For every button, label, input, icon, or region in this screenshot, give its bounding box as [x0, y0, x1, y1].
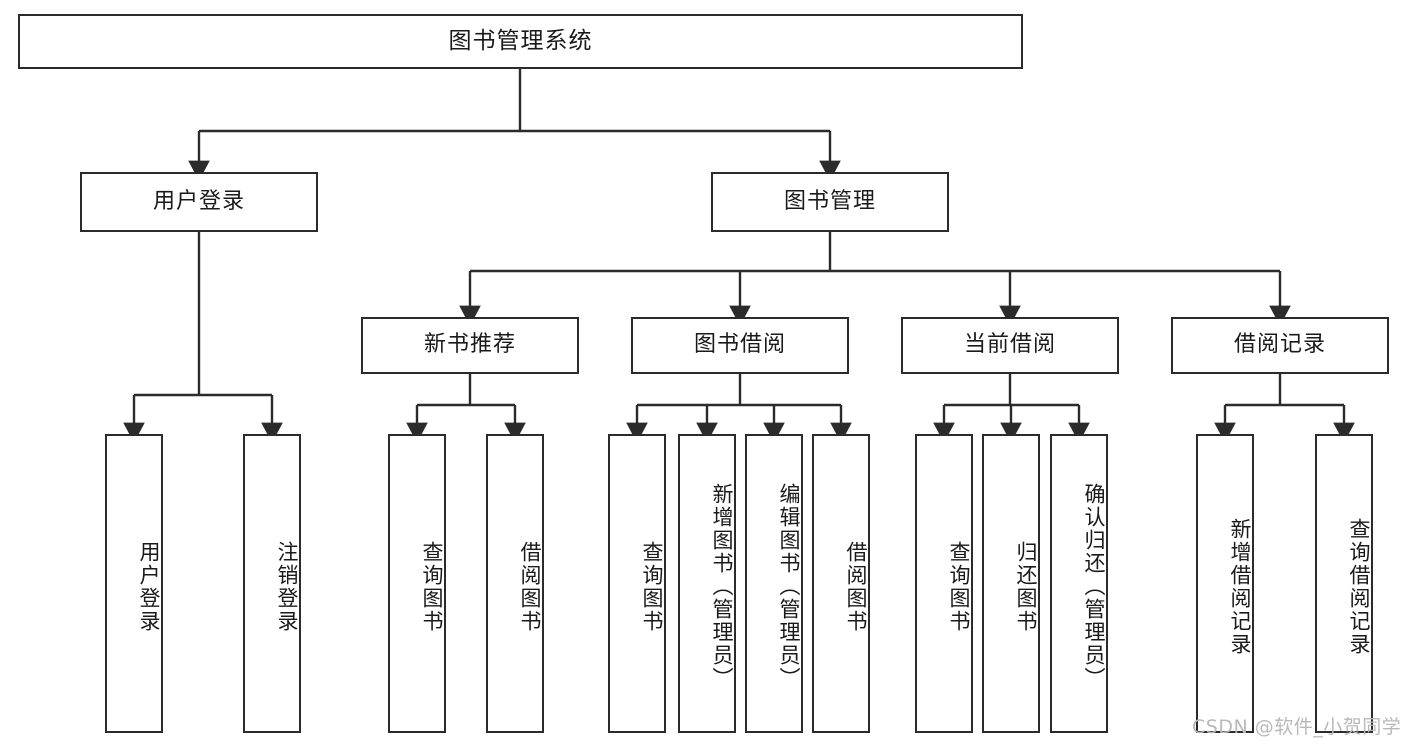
node-label: 确认归还（管理员）	[1082, 483, 1106, 690]
node-leaf-9[interactable]: 归还图书	[982, 434, 1040, 733]
node-leaf-4[interactable]: 查询图书	[608, 434, 666, 733]
node-leaf-6[interactable]: 编辑图书（管理员）	[745, 434, 803, 733]
node-label: 新书推荐	[423, 332, 516, 358]
node-level2-1[interactable]: 图书管理	[711, 172, 949, 232]
node-leaf-12[interactable]: 查询借阅记录	[1315, 434, 1373, 733]
node-label: 图书管理	[783, 188, 876, 214]
node-leaf-10[interactable]: 确认归还（管理员）	[1050, 434, 1108, 733]
node-leaf-7[interactable]: 借阅图书	[812, 434, 870, 733]
node-label: 借阅图书	[518, 540, 542, 633]
node-root-图书管理系统[interactable]: 图书管理系统	[18, 14, 1023, 69]
node-label: 当前借阅	[963, 332, 1056, 358]
node-label: 注销登录	[275, 540, 299, 633]
node-level2-0[interactable]: 用户登录	[80, 172, 318, 232]
node-leaf-11[interactable]: 新增借阅记录	[1196, 434, 1254, 733]
node-label: 查询图书	[947, 540, 971, 633]
node-leaf-2[interactable]: 查询图书	[388, 434, 446, 733]
node-leaf-1[interactable]: 注销登录	[243, 434, 301, 733]
node-label: 归还图书	[1014, 540, 1038, 633]
node-label: 查询图书	[640, 540, 664, 633]
node-leaf-8[interactable]: 查询图书	[915, 434, 973, 733]
node-label: 借阅图书	[844, 540, 868, 633]
node-level3-2[interactable]: 当前借阅	[901, 317, 1119, 374]
node-label: 用户登录	[137, 540, 161, 633]
node-label: 查询借阅记录	[1347, 517, 1371, 656]
node-leaf-5[interactable]: 新增图书（管理员）	[678, 434, 736, 733]
node-level3-3[interactable]: 借阅记录	[1171, 317, 1389, 374]
node-label: 编辑图书（管理员）	[777, 483, 801, 690]
node-leaf-0[interactable]: 用户登录	[105, 434, 163, 733]
node-label: 新增图书（管理员）	[710, 483, 734, 690]
node-label: 查询图书	[420, 540, 444, 633]
node-label: 图书管理系统	[448, 27, 593, 54]
node-label: 图书借阅	[693, 332, 786, 358]
node-level3-1[interactable]: 图书借阅	[631, 317, 849, 374]
node-level3-0[interactable]: 新书推荐	[361, 317, 579, 374]
node-leaf-3[interactable]: 借阅图书	[486, 434, 544, 733]
node-label: 借阅记录	[1233, 332, 1326, 358]
node-label: 新增借阅记录	[1228, 517, 1252, 656]
node-label: 用户登录	[152, 188, 245, 214]
